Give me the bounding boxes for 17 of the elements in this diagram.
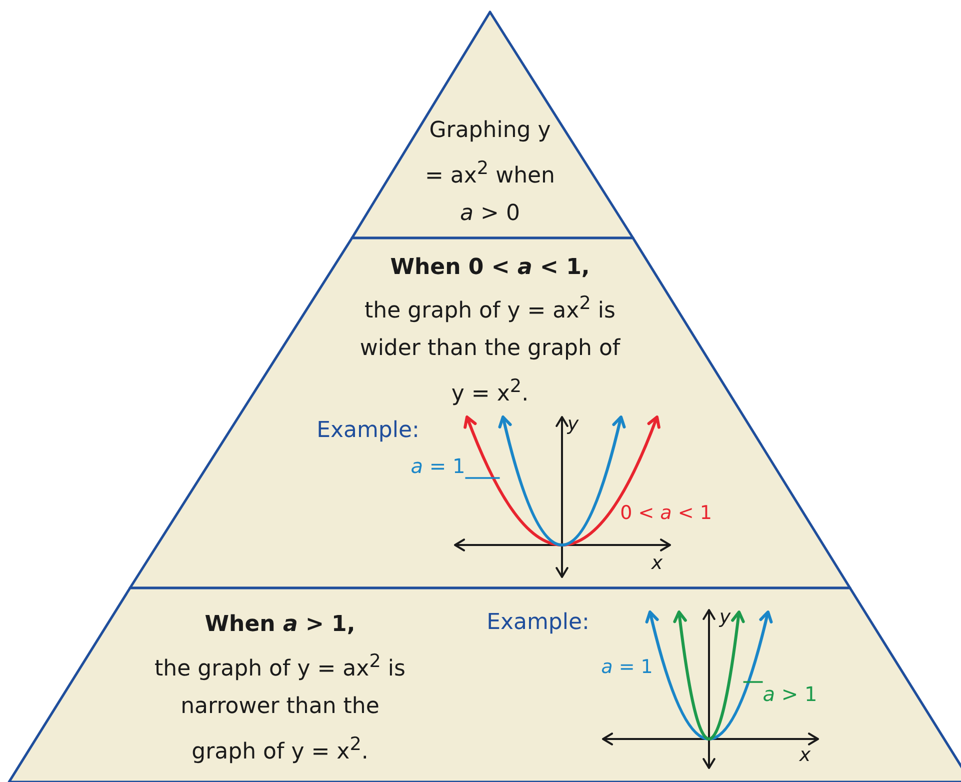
example-heading: Example: <box>316 417 420 445</box>
axis-label: x <box>799 744 811 766</box>
leader-line <box>743 681 763 683</box>
section-heading: When a > 1, <box>204 611 356 639</box>
axis-label: y <box>719 606 731 628</box>
curve-label: 0 < a < 1 <box>620 502 712 524</box>
curve-label: a > 1 <box>762 682 818 706</box>
curve-label: a = 1 <box>601 656 653 678</box>
axis-label: y <box>567 413 579 435</box>
example-heading: Example: <box>486 609 590 637</box>
leader-line <box>465 477 500 479</box>
description-text: the graph of y = ax$^{2}$ is wider than the graph of y = x$^{2}$. <box>358 292 622 409</box>
axis-label: x <box>651 552 663 574</box>
curve-label: a = 1 <box>410 454 466 478</box>
parabola-curve <box>673 610 745 740</box>
section-heading: When 0 < a < 1, <box>389 254 591 282</box>
description-text: the graph of y = ax$^{2}$ is narrower than the graph of y = x$^{2}$. <box>154 650 406 767</box>
